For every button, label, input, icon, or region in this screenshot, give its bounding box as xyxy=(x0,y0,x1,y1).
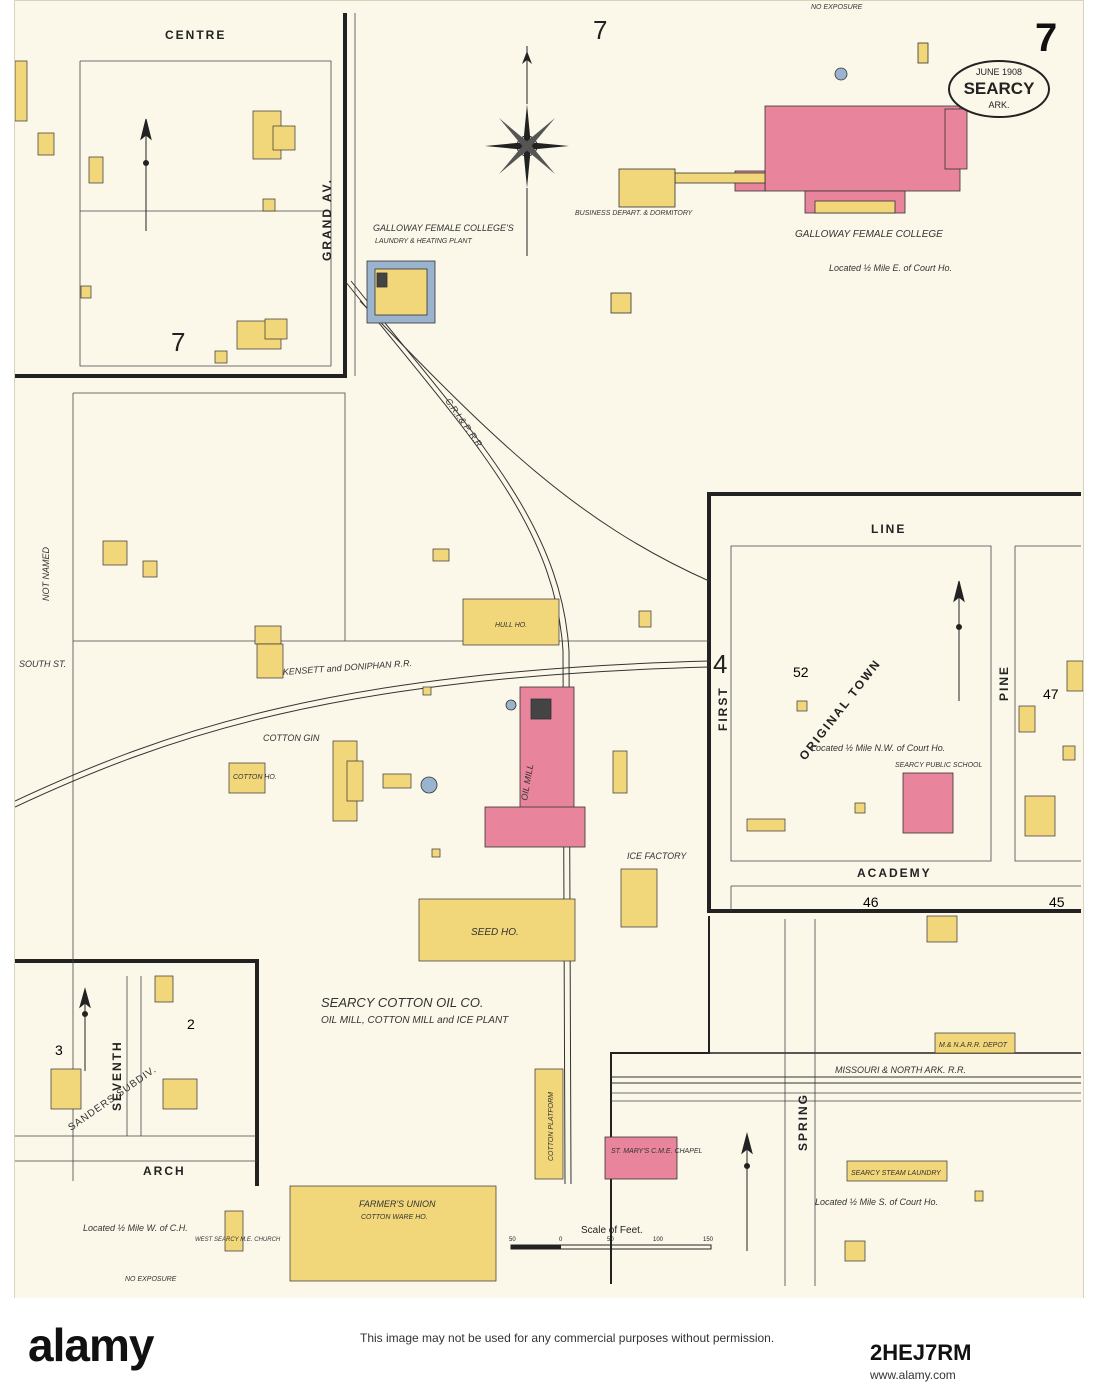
building-labels: GALLOWAY FEMALE COLLEGE Located ½ Mile E… xyxy=(83,4,1008,1283)
label-school-located: Located ½ Mile N.W. of Court Ho. xyxy=(811,743,945,753)
scale-bar: Scale of Feet. 50 0 50 100 150 xyxy=(509,1225,714,1250)
scale-tick: 50 xyxy=(607,1237,614,1243)
rr-missouri: MISSOURI & NORTH ARK. R.R. xyxy=(835,1065,966,1075)
street-spring: SPRING xyxy=(796,1093,810,1151)
label-no-exposure-top: NO EXPOSURE xyxy=(811,4,863,11)
label-ice-factory: ICE FACTORY xyxy=(627,851,687,861)
laundry-heating-plant xyxy=(366,260,436,324)
label-no-exposure-bottom: NO EXPOSURE xyxy=(125,1276,177,1283)
alamy-logo: alamy xyxy=(28,1319,154,1371)
map-sheet: CENTRE GRAND AV. LINE FIRST PINE ACADEMY… xyxy=(14,0,1084,1300)
label-mnarr-depot: M.& N.A.R.R. DEPOT xyxy=(939,1042,1008,1049)
lot-lines xyxy=(15,13,1081,1286)
label-seed-ho: SEED HO. xyxy=(471,927,519,938)
title-cartouche: JUNE 1908 SEARCY ARK. 7 xyxy=(948,16,1057,118)
block-45: 45 xyxy=(1049,894,1065,910)
street-grand-av: GRAND AV. xyxy=(320,178,334,261)
label-church-located: Located ½ Mile W. of C.H. xyxy=(83,1223,188,1233)
sheet-state: ARK. xyxy=(988,100,1009,110)
block-2: 2 xyxy=(187,1016,195,1032)
label-cotton-ho: COTTON HO. xyxy=(233,774,277,781)
scale-tick: 50 xyxy=(509,1237,516,1243)
label-hull-ho: HULL HO. xyxy=(495,622,527,629)
label-cotton-platform: COTTON PLATFORM xyxy=(548,1092,555,1161)
block-numbers: 7 7 52 47 46 45 4 3 2 xyxy=(55,15,1065,1058)
label-business-depart: BUSINESS DEPART. & DORMITORY xyxy=(575,210,694,217)
block-4: 4 xyxy=(713,649,727,679)
oil-mill-buildings xyxy=(420,686,954,1180)
street-line: LINE xyxy=(871,522,906,536)
north-arrow-icon xyxy=(79,118,965,1251)
street-first: FIRST xyxy=(716,686,730,731)
street-academy: ACADEMY xyxy=(857,866,932,880)
label-steam-laundry: SEARCY STEAM LAUNDRY xyxy=(851,1170,942,1177)
scale-tick: 0 xyxy=(559,1237,563,1243)
block-7: 7 xyxy=(171,327,185,357)
sheet-date: JUNE 1908 xyxy=(976,67,1022,77)
compass-rose-icon xyxy=(485,46,569,256)
railroad-labels: KENSETT and DONIPHAN R.R. MISSOURI & NOR… xyxy=(282,396,966,1075)
image-id: 2HEJ7RM xyxy=(870,1340,972,1365)
street-arch: ARCH xyxy=(143,1164,186,1178)
block-52: 52 xyxy=(793,664,809,680)
label-galloway-located: Located ½ Mile E. of Court Ho. xyxy=(829,263,952,273)
sheet-page-number: 7 xyxy=(1035,16,1057,60)
street-south: SOUTH ST. xyxy=(19,659,66,669)
street-not-named: NOT NAMED xyxy=(41,546,51,601)
block-3: 3 xyxy=(55,1042,63,1058)
scale-tick: 150 xyxy=(703,1237,714,1243)
street-seventh: SEVENTH xyxy=(110,1040,124,1111)
scale-tick: 100 xyxy=(653,1237,664,1243)
label-searcy-cotton-oil-sub: OIL MILL, COTTON MILL and ICE PLANT xyxy=(321,1015,509,1026)
rr-crip: C.R.I.& P. R.R. xyxy=(443,396,485,450)
footer-url: www.alamy.com xyxy=(870,1368,956,1382)
label-galloway-college: GALLOWAY FEMALE COLLEGE xyxy=(795,229,943,240)
galloway-college-buildings xyxy=(610,42,968,314)
railroads xyxy=(14,280,1081,1185)
label-laundry-located: Located ½ Mile S. of Court Ho. xyxy=(815,1197,938,1207)
label-cotton-gin: COTTON GIN xyxy=(263,733,320,743)
scale-title: Scale of Feet. xyxy=(581,1225,643,1236)
label-public-school: SEARCY PUBLIC SCHOOL xyxy=(895,762,983,769)
sanborn-map: CENTRE GRAND AV. LINE FIRST PINE ACADEMY… xyxy=(14,4,1084,1286)
block-46: 46 xyxy=(863,894,879,910)
footer-notice: This image may not be used for any comme… xyxy=(360,1331,775,1345)
label-farmers-union: FARMER'S UNION xyxy=(359,1199,436,1209)
rr-kensett: KENSETT and DONIPHAN R.R. xyxy=(282,658,412,677)
street-pine: PINE xyxy=(997,665,1011,701)
label-farmers-union-sub: COTTON WARE HO. xyxy=(361,1214,428,1221)
block-47: 47 xyxy=(1043,686,1059,702)
dwellings xyxy=(14,60,1084,1282)
label-st-marys: ST. MARY'S C.M.E. CHAPEL xyxy=(611,1148,703,1155)
label-searcy-cotton-oil: SEARCY COTTON OIL CO. xyxy=(321,995,484,1010)
label-galloway-laundry: GALLOWAY FEMALE COLLEGE'S xyxy=(373,223,514,233)
label-galloway-laundry-sub: LAUNDRY & HEATING PLANT xyxy=(375,238,472,245)
street-centre: CENTRE xyxy=(165,28,226,42)
footer-bar xyxy=(0,1298,1096,1390)
sheet-number-top: 7 xyxy=(593,15,607,45)
label-west-searcy-church: WEST SEARCY M.E. CHURCH xyxy=(195,1237,281,1243)
sheet-city: SEARCY xyxy=(964,79,1036,98)
